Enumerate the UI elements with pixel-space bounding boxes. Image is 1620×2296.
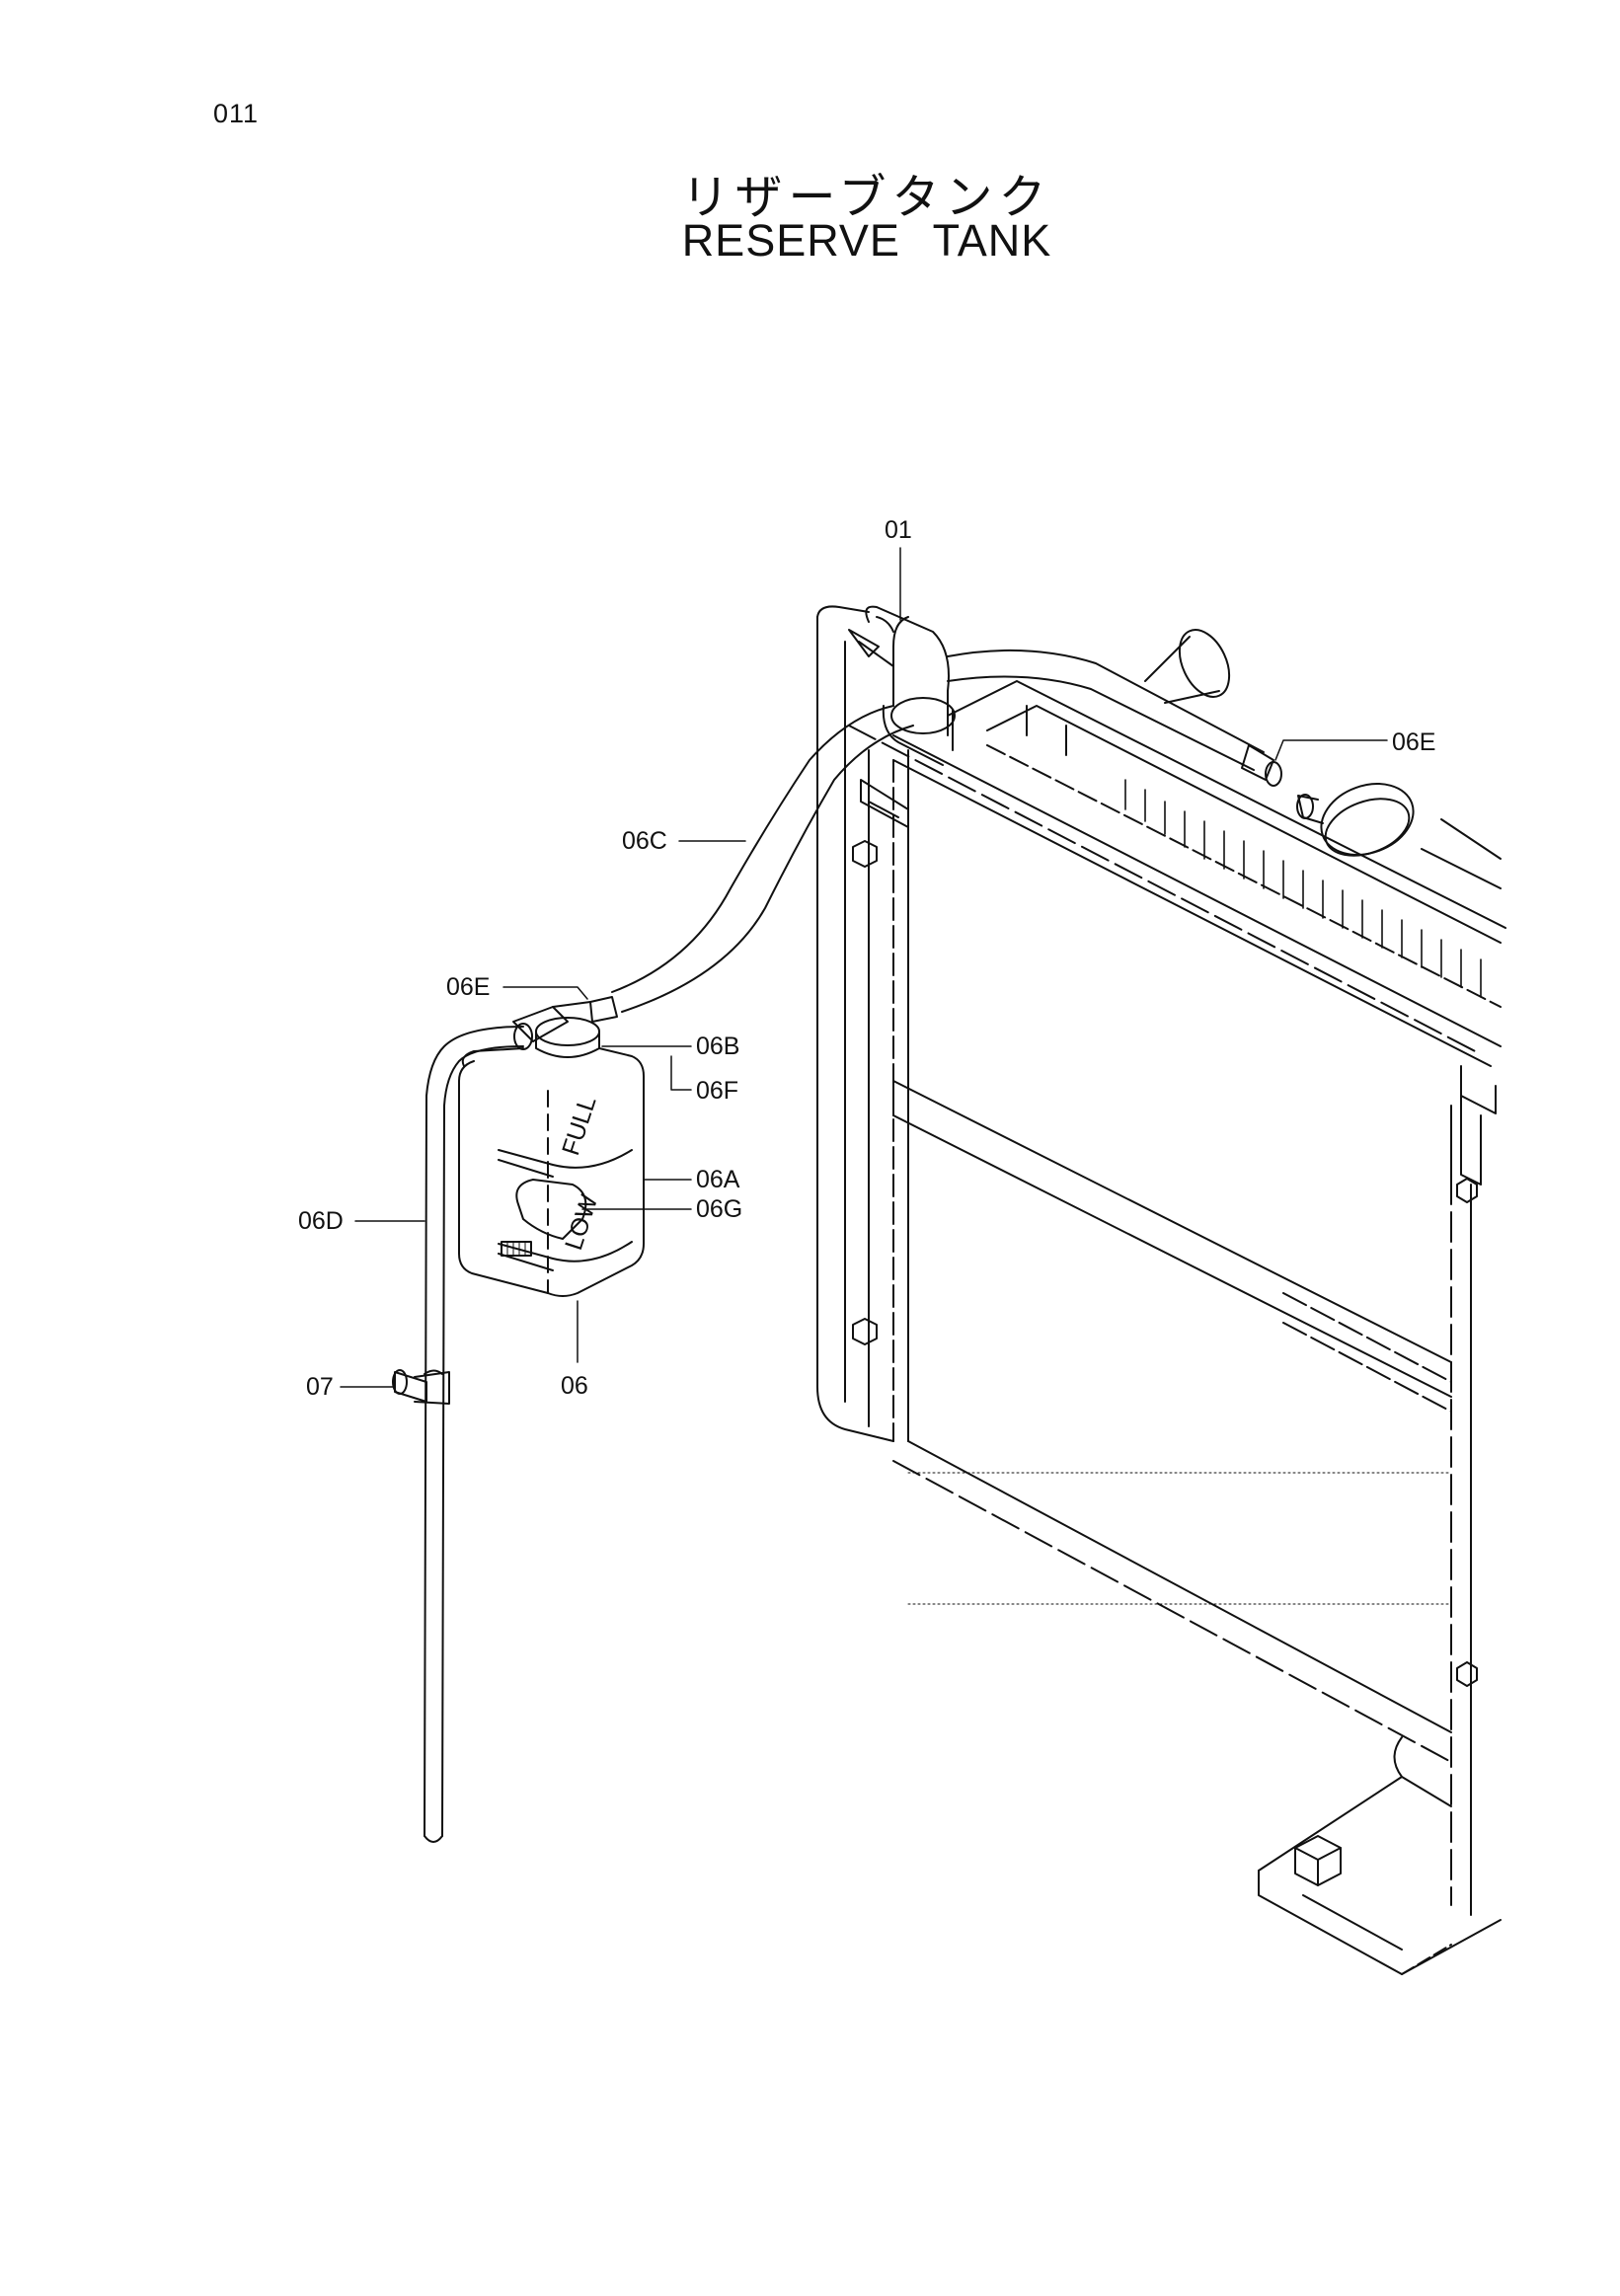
elbow-fitting-01 [848, 605, 956, 736]
clamp-07 [392, 1369, 450, 1405]
callout-06D: 06D [298, 1207, 344, 1235]
overflow-hose-06D [424, 1026, 524, 1843]
callout-06E-top: 06E [1392, 728, 1435, 756]
callout-06F: 06F [696, 1077, 738, 1105]
mount-bolt [1294, 1835, 1342, 1886]
radiator-cap [1320, 783, 1415, 856]
bolt [852, 1318, 878, 1345]
callout-06C: 06C [622, 827, 667, 855]
bolt [852, 840, 878, 868]
page-number: 011 [213, 99, 260, 128]
callout-06E-left: 06E [446, 973, 490, 1001]
callout-06: 06 [561, 1372, 588, 1400]
hose-06C [611, 649, 1282, 1013]
title-japanese: リザーブタンク [681, 172, 1052, 224]
tank-low-marking: LOW [560, 1191, 603, 1254]
callout-07: 07 [306, 1373, 334, 1401]
bolt [1456, 1661, 1478, 1687]
callout-06G: 06G [696, 1195, 742, 1223]
bolt [1456, 1178, 1478, 1203]
radiator-assembly [816, 605, 1506, 1975]
callout-06A: 06A [696, 1166, 740, 1193]
reserve-tank-06 [458, 996, 645, 1297]
callout-01: 01 [885, 516, 912, 544]
leader-lines [340, 547, 1388, 1388]
callout-06B: 06B [696, 1033, 739, 1060]
tank-full-marking: FULL [557, 1093, 602, 1159]
title-english: RESERVE TANK [681, 215, 1052, 266]
